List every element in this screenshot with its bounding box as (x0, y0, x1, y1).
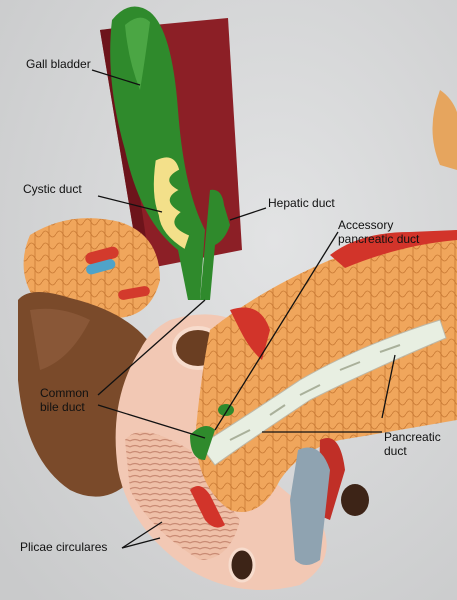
vessel-red-2 (118, 286, 150, 300)
vessel-red-1 (85, 246, 119, 265)
duct-branches (229, 344, 401, 441)
vessel-opening-right (341, 484, 369, 516)
line-accessory-duct (214, 231, 339, 431)
label-common-bile-line1: Common (40, 386, 89, 400)
gall-bladder (110, 6, 205, 301)
duodenum-opening-bottom (228, 547, 256, 583)
line-common-bile-2 (97, 404, 206, 439)
accessory-duct-end (218, 404, 234, 416)
hepatic-duct-shape (200, 189, 230, 300)
line-plicae-1 (121, 521, 163, 549)
pancreatic-duct-channel (199, 319, 447, 466)
artery-splenic (330, 230, 457, 268)
artery-top (230, 307, 270, 360)
plicae-folds (125, 432, 240, 560)
label-pancreatic-line2: duct (384, 444, 407, 458)
label-cystic-duct: Cystic duct (23, 182, 82, 196)
label-gall-bladder: Gall bladder (26, 57, 91, 71)
line-hepatic-duct (229, 207, 267, 221)
gall-bladder-highlight (125, 17, 150, 90)
spiral-valve (152, 155, 191, 252)
label-plicae-circulares: Plicae circulares (20, 540, 108, 554)
common-bile-duct-shape (190, 426, 215, 460)
edge-organ-right (432, 90, 457, 170)
line-pancreatic-1 (381, 354, 396, 419)
vessel-blue-1 (86, 259, 116, 275)
line-cystic-duct (97, 195, 163, 213)
line-gall-bladder (91, 69, 141, 86)
brown-mass-highlight (30, 308, 90, 370)
leader-lines (91, 69, 396, 549)
line-common-bile-1 (97, 299, 206, 396)
label-accessory-duct-line1: Accessory (338, 218, 394, 232)
label-hepatic-duct: Hepatic duct (268, 196, 335, 210)
label-common-bile-line2: bile duct (40, 400, 85, 414)
label-pancreatic-line1: Pancreatic (384, 430, 441, 444)
portal-vein (290, 447, 330, 565)
line-plicae-2 (121, 537, 161, 549)
artery-lower (190, 486, 225, 528)
label-accessory-duct-line2: pancreatic duct (338, 232, 420, 246)
